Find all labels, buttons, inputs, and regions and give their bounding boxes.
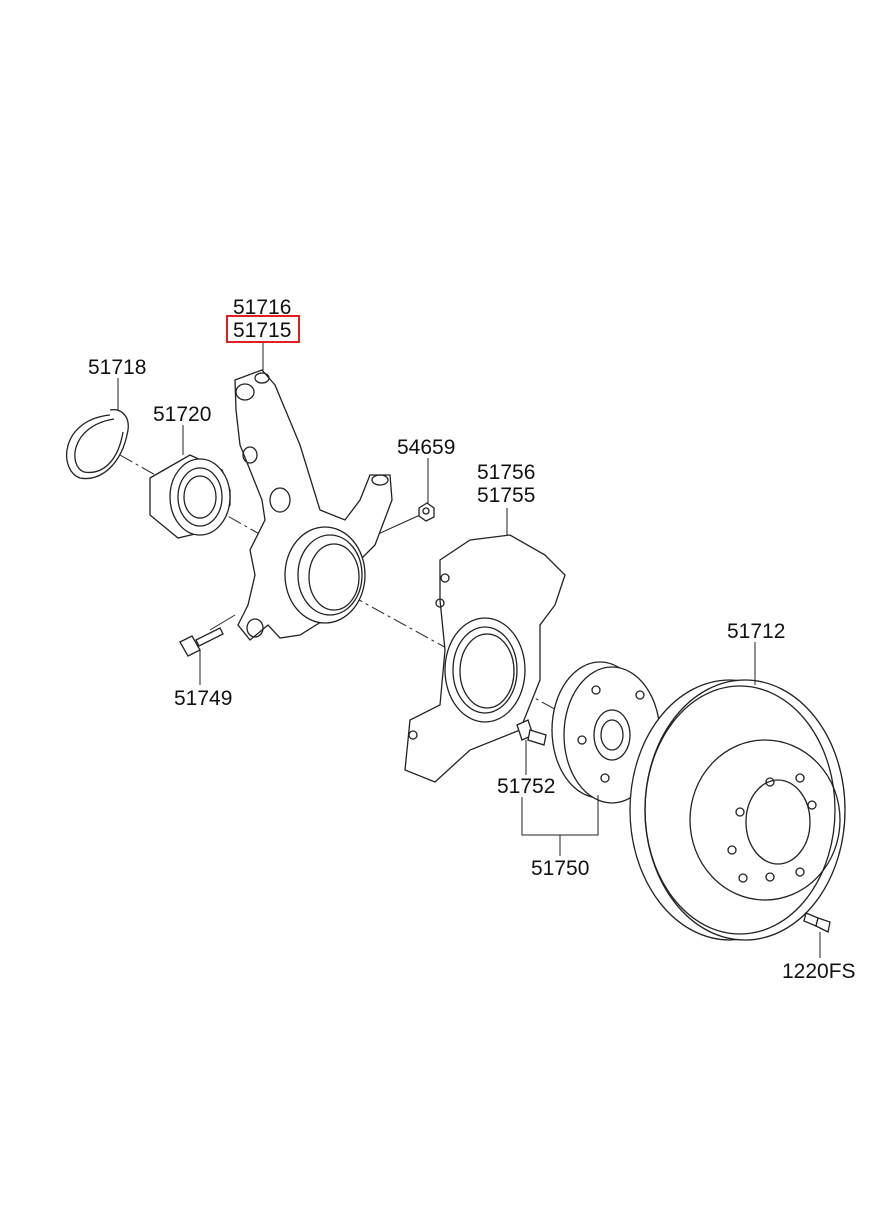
- screw-drawing: [803, 912, 831, 933]
- part-label-51749[interactable]: 51749: [174, 687, 233, 710]
- part-label-51715[interactable]: 51715: [233, 319, 292, 342]
- part-label-51720[interactable]: 51720: [153, 403, 212, 426]
- brake-disc-drawing: [629, 679, 846, 941]
- part-label-51716[interactable]: 51716: [233, 296, 292, 319]
- part-label-51750[interactable]: 51750: [531, 857, 590, 880]
- highlight-box: [226, 315, 300, 343]
- snap-ring-drawing: [66, 409, 129, 480]
- steering-knuckle-drawing: [234, 369, 393, 641]
- part-label-54659[interactable]: 54659: [397, 436, 456, 459]
- bolt-drawing: [179, 627, 224, 657]
- part-label-51755[interactable]: 51755: [477, 484, 536, 507]
- leader-lines: [117, 342, 821, 958]
- part-label-51756[interactable]: 51756: [477, 461, 536, 484]
- nut-drawing: [418, 502, 435, 522]
- part-label-51718[interactable]: 51718: [88, 356, 147, 379]
- part-label-51712[interactable]: 51712: [727, 620, 786, 643]
- wheel-bearing-drawing: [149, 454, 231, 539]
- dust-cover-drawing: [404, 534, 566, 783]
- part-label-1220FS[interactable]: 1220FS: [782, 960, 856, 983]
- part-label-51752[interactable]: 51752: [497, 775, 556, 798]
- hub-bolt-drawing: [516, 719, 547, 746]
